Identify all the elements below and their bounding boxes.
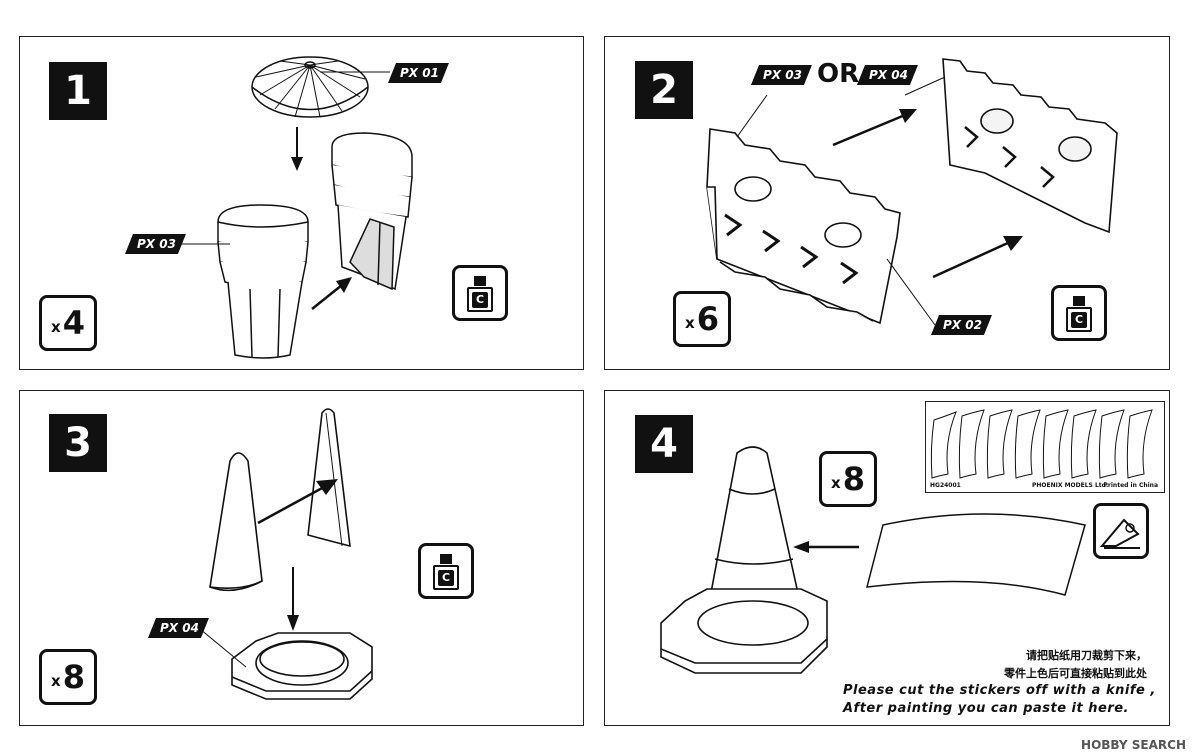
part-tag-px01: PX 01 (388, 63, 449, 83)
sticker-strips (930, 409, 1153, 479)
sheet-code: HG24001 (930, 482, 961, 489)
step-3-illustration (199, 408, 373, 700)
step-1-illustration (180, 56, 413, 359)
assembled-cone (660, 446, 828, 674)
paint-code: C (472, 291, 488, 308)
px03-part-left (217, 204, 309, 359)
part-tag-px02: PX 02 (931, 315, 992, 335)
instruction-en-line1: Please cut the stickers off with a knife… (843, 683, 1156, 698)
instruction-en-line2: After painting you can paste it here. (843, 701, 1129, 716)
paint-bottle-icon: C (418, 543, 474, 599)
sheet-maker: PHOENIX MODELS Ltd. (1032, 482, 1109, 489)
sticker-band (865, 513, 1086, 596)
paint-code: C (438, 569, 454, 586)
instruction-cn-line1: 请把贴纸用刀裁剪下来， (1026, 649, 1147, 662)
part-tag-px03: PX 03 (751, 65, 812, 85)
barrier-back (942, 58, 1118, 234)
cone-base (231, 632, 373, 700)
step-2-number: 2 (635, 61, 693, 119)
sticker-sheet: HG24001 PHOENIX MODELS Ltd. Printed in C… (925, 401, 1165, 493)
step-2-illustration (706, 58, 1118, 326)
cone-half-left (209, 452, 263, 592)
px03-part-right (331, 132, 413, 291)
part-tag-px04: PX 04 (148, 618, 209, 638)
sheet-printed: Printed in China (1103, 482, 1158, 489)
px01-part (251, 56, 369, 118)
instruction-cn-line2: 零件上色后可直接粘贴到此处 (1004, 667, 1147, 680)
step-1-number: 1 (49, 62, 107, 120)
step-4-illustration (660, 446, 1086, 674)
paint-bottle-icon: C (1051, 285, 1107, 341)
paint-code: C (1071, 311, 1087, 328)
step-4-number: 4 (635, 415, 693, 473)
part-tag-px04: PX 04 (857, 65, 918, 85)
paint-bottle-icon: C (452, 265, 508, 321)
or-label: OR (817, 59, 860, 89)
watermark: HOBBY SEARCH (1081, 738, 1186, 752)
step-3-number: 3 (49, 414, 107, 472)
cone-half-right (307, 408, 351, 548)
part-tag-px03: PX 03 (125, 234, 186, 254)
barrier-front (706, 128, 901, 325)
knife-cut-icon (1093, 503, 1149, 559)
